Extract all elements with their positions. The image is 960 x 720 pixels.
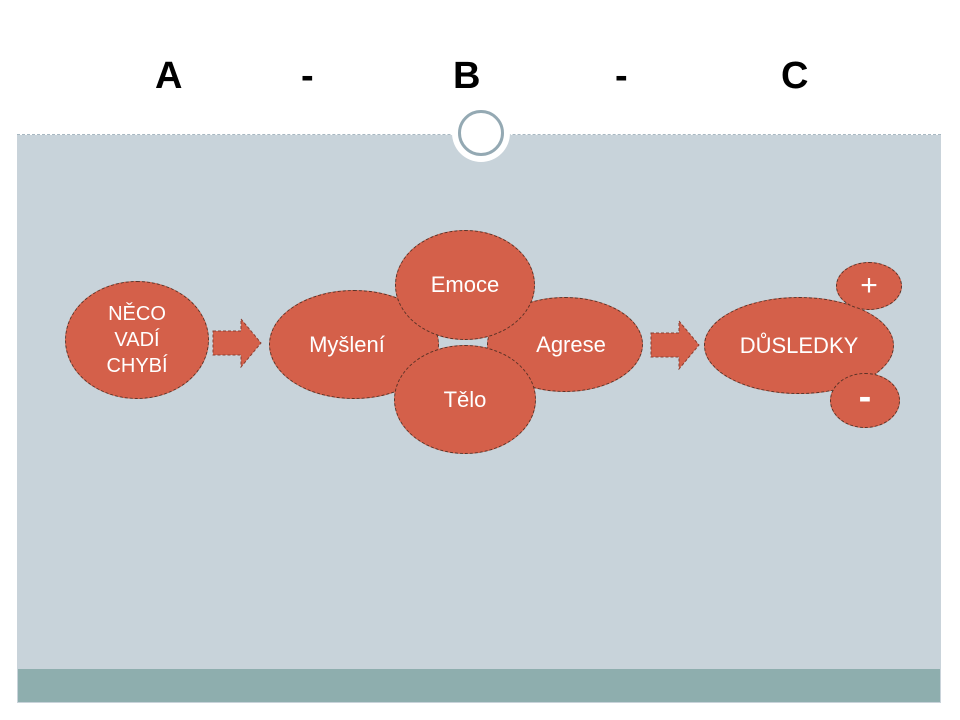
emotion-label: Emoce bbox=[430, 272, 500, 297]
negative-outcome-bubble: - bbox=[830, 373, 900, 428]
emotion-bubble: Emoce bbox=[395, 230, 535, 340]
minus-label: - bbox=[858, 376, 872, 418]
flow-arrow-1 bbox=[212, 318, 262, 368]
trigger-line-2: VADÍ bbox=[114, 329, 160, 351]
title-dash-1: - bbox=[301, 55, 314, 97]
title-letter-c: C bbox=[781, 55, 809, 97]
consequences-label: DŮSLEDKY bbox=[739, 332, 859, 358]
plus-label: + bbox=[860, 269, 878, 302]
title-letter-b: B bbox=[453, 55, 481, 97]
flow-arrow-1-shape bbox=[212, 318, 262, 368]
trigger-text: NĚCO VADÍ CHYBÍ bbox=[106, 301, 167, 379]
positive-outcome-bubble: + bbox=[836, 262, 902, 310]
trigger-bubble: NĚCO VADÍ CHYBÍ bbox=[65, 281, 209, 399]
title-dash-2: - bbox=[615, 55, 628, 97]
trigger-line-3: CHYBÍ bbox=[106, 355, 168, 377]
footer-band bbox=[18, 669, 940, 702]
flow-arrow-2 bbox=[650, 320, 700, 370]
flow-arrow-2-shape bbox=[650, 320, 700, 370]
body-label: Tělo bbox=[443, 386, 487, 412]
title-divider-ring-icon bbox=[458, 110, 504, 156]
aggression-label: Agrese bbox=[536, 331, 606, 357]
title-letter-a: A bbox=[155, 55, 183, 97]
body-bubble: Tělo bbox=[394, 345, 536, 454]
trigger-line-1: NĚCO bbox=[108, 303, 166, 325]
thinking-label: Myšlení bbox=[309, 331, 385, 357]
